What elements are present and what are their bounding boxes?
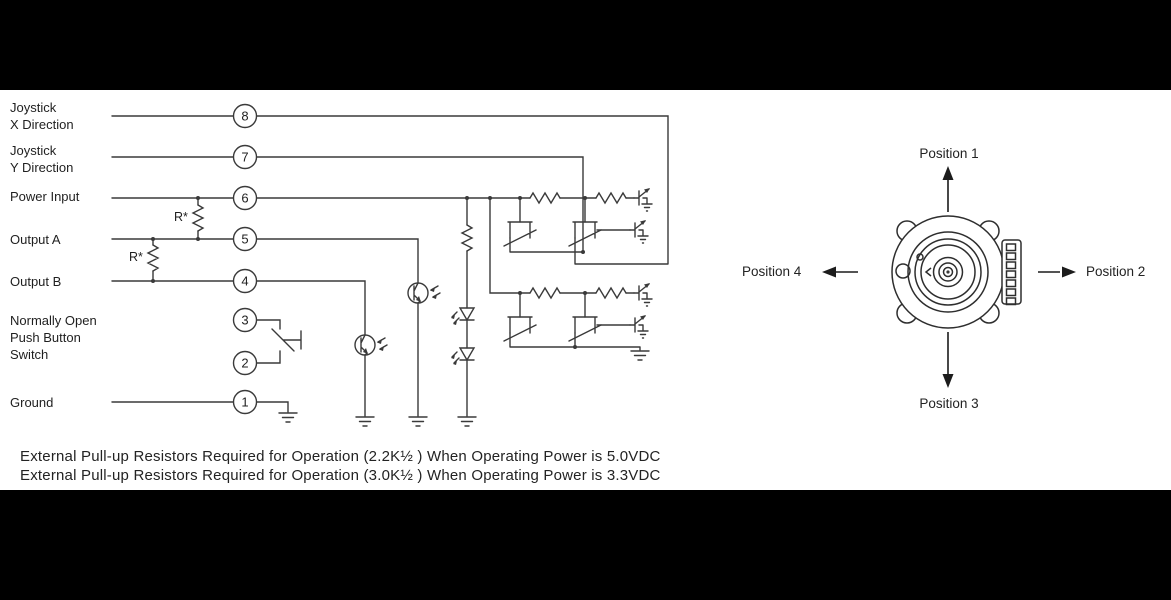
pin-label-line: Normally Open bbox=[10, 313, 97, 328]
arrow-up-icon bbox=[942, 166, 954, 180]
pushbutton-switch-symbols bbox=[271, 221, 602, 352]
joystick-rings bbox=[907, 231, 989, 313]
pin-label-output-b: Output B bbox=[10, 274, 62, 289]
circuit-schematic: 8 7 6 5 4 3 2 bbox=[111, 103, 669, 427]
pin-terminal-2: 2 bbox=[232, 350, 258, 376]
ground-icon bbox=[630, 350, 650, 361]
pin-label-line: Push Button bbox=[10, 330, 81, 345]
output-transistor-icon bbox=[633, 282, 653, 307]
pin-number: 4 bbox=[241, 274, 248, 289]
body-hole-small bbox=[916, 253, 924, 261]
pin-number: 7 bbox=[241, 150, 248, 165]
letterbox-top bbox=[0, 0, 1171, 90]
resistor-label-r1: R* bbox=[174, 210, 188, 224]
led-icon bbox=[450, 347, 475, 366]
position-4-label: Position 4 bbox=[742, 264, 802, 279]
ground-icon bbox=[457, 416, 477, 427]
resistor-symbols bbox=[146, 191, 627, 300]
pin-label-line: Joystick bbox=[10, 100, 57, 115]
pin-label-joystick-x: Joystick X Direction bbox=[10, 99, 74, 133]
arrow-left-icon bbox=[822, 266, 836, 278]
pin-number: 3 bbox=[241, 313, 248, 328]
connector bbox=[1001, 239, 1022, 305]
ground-icon bbox=[355, 416, 375, 427]
pin-label-ground: Ground bbox=[10, 395, 54, 410]
led-icon bbox=[450, 307, 475, 326]
pin-label-line: Y Direction bbox=[10, 160, 74, 175]
transistor-icon bbox=[407, 282, 441, 304]
pin-label-line: Joystick bbox=[10, 143, 57, 158]
pin-number: 1 bbox=[241, 395, 248, 410]
pin-label-line: Switch bbox=[10, 347, 49, 362]
pin-terminal-8: 8 bbox=[232, 103, 258, 129]
orientation-marker bbox=[924, 267, 932, 277]
arrow-right-icon bbox=[1062, 266, 1076, 278]
note-line-2: External Pull-up Resistors Required for … bbox=[20, 467, 661, 484]
letterbox-bottom bbox=[0, 490, 1171, 600]
resistor-label-r2: R* bbox=[129, 250, 143, 264]
pin-label-output-a: Output A bbox=[10, 232, 61, 247]
position-2-label: Position 2 bbox=[1086, 264, 1146, 279]
ground-icon bbox=[278, 412, 298, 423]
pin-label-push-button: Normally Open Push Button Switch bbox=[10, 312, 97, 363]
junction-dots bbox=[151, 196, 587, 349]
pin-label-power-input: Power Input bbox=[10, 189, 80, 204]
ground-icon bbox=[408, 416, 428, 427]
direction-arrows bbox=[822, 166, 1076, 388]
transistor-icon bbox=[354, 334, 388, 356]
pin-label-joystick-y: Joystick Y Direction bbox=[10, 142, 73, 176]
note-line-1: External Pull-up Resistors Required for … bbox=[20, 448, 661, 465]
position-1-label: Position 1 bbox=[919, 146, 979, 161]
output-transistor-icon bbox=[629, 219, 649, 244]
pin-number: 2 bbox=[241, 356, 248, 371]
pin-number: 5 bbox=[241, 232, 248, 247]
joystick-top-view bbox=[822, 166, 1076, 388]
pin-number: 8 bbox=[241, 109, 248, 124]
connector-pins bbox=[1005, 243, 1017, 306]
pin-terminal-4: 4 bbox=[232, 268, 258, 294]
position-3-label: Position 3 bbox=[919, 396, 979, 411]
output-transistor-icon bbox=[629, 314, 649, 339]
pin-terminal-7: 7 bbox=[232, 144, 258, 170]
pin-number: 6 bbox=[241, 191, 248, 206]
body-hole bbox=[895, 263, 911, 279]
pin-label-line: X Direction bbox=[10, 117, 74, 132]
pin-terminal-6: 6 bbox=[232, 185, 258, 211]
pin-terminal-5: 5 bbox=[232, 226, 258, 252]
pin-terminal-1: 1 bbox=[232, 389, 258, 415]
circuit-wires bbox=[111, 115, 669, 417]
output-transistor-icon bbox=[633, 187, 653, 212]
arrow-down-icon bbox=[942, 374, 954, 388]
pin-terminal-3: 3 bbox=[232, 307, 258, 333]
